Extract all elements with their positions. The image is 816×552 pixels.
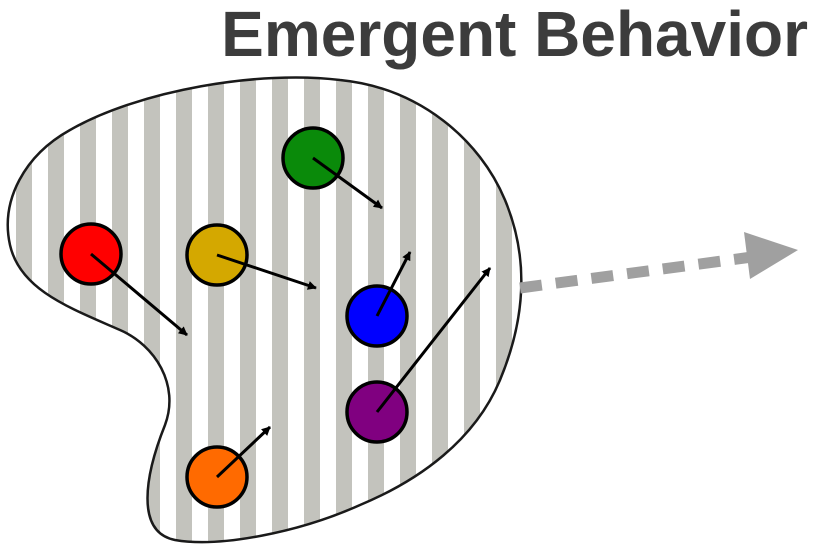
gold-agent-circle bbox=[185, 223, 249, 287]
gold-agent-velocity-arrow bbox=[216, 253, 317, 290]
orange-agent bbox=[185, 425, 272, 509]
group-boundary-blob bbox=[6, 76, 523, 544]
emergent-direction-arrow bbox=[519, 232, 798, 294]
agents-layer bbox=[59, 126, 492, 509]
red-agent-velocity-arrow bbox=[90, 252, 188, 337]
red-agent bbox=[59, 222, 188, 337]
green-agent-velocity-arrow bbox=[312, 156, 383, 210]
green-agent bbox=[281, 126, 383, 210]
diagram-title: Emergent Behavior bbox=[221, 0, 808, 70]
blue-agent bbox=[345, 251, 412, 348]
gold-agent bbox=[185, 223, 317, 290]
blue-agent-velocity-arrow bbox=[375, 251, 412, 317]
purple-agent-velocity-arrow bbox=[375, 267, 492, 413]
purple-agent bbox=[345, 267, 492, 444]
orange-agent-velocity-arrow bbox=[215, 425, 272, 479]
